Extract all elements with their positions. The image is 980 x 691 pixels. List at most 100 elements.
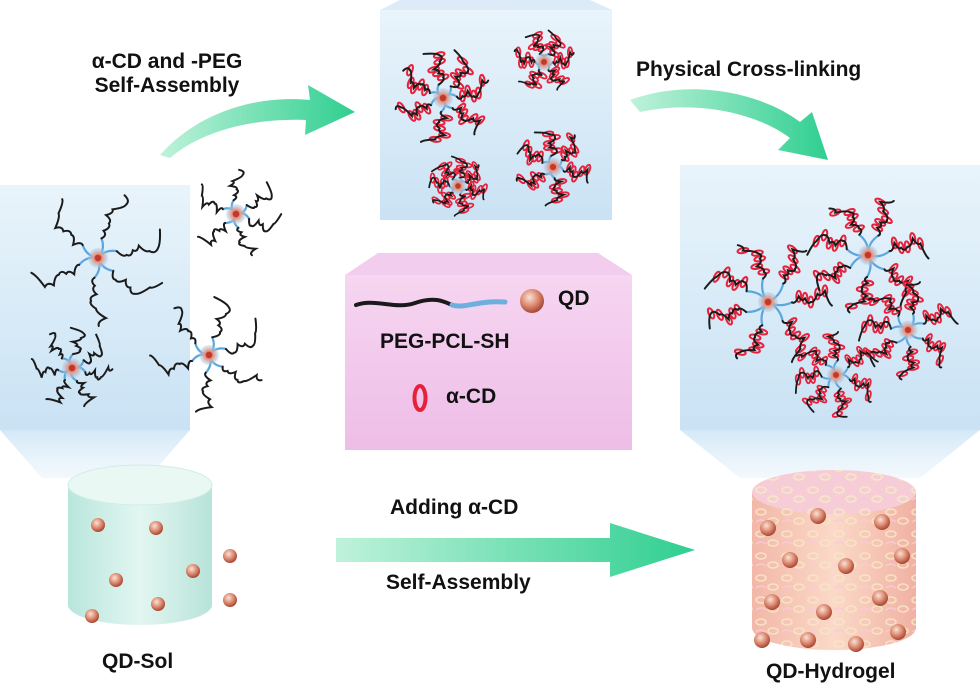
- legend-label-polymer: PEG-PCL-SH: [380, 330, 510, 353]
- peg-chain: [790, 288, 833, 307]
- peg-chain: [806, 233, 848, 256]
- qd-core: [455, 183, 461, 189]
- crosslinked-network: [703, 197, 959, 418]
- cd-ring: [565, 132, 576, 143]
- top-micelles-with-rings: [394, 29, 592, 217]
- label-top-left-line1: α-CD and -PEG: [91, 50, 243, 73]
- cd-ring: [473, 170, 481, 182]
- cd-ring: [396, 101, 406, 114]
- cd-ring: [536, 71, 548, 80]
- label-adding-cd: Adding α-CD: [390, 496, 519, 519]
- cd-ring: [725, 275, 735, 288]
- cd-ring: [909, 232, 917, 245]
- qd-particle: [838, 558, 854, 574]
- cd-ring: [811, 356, 821, 366]
- cd-ring: [432, 51, 446, 59]
- qd-particle: [186, 564, 200, 578]
- qd-particle: [85, 609, 99, 623]
- peg-chain: [922, 306, 959, 325]
- cd-ring: [871, 223, 884, 233]
- cd-ring: [795, 289, 803, 303]
- cd-ring: [583, 163, 592, 176]
- cd-ring: [467, 113, 479, 124]
- peg-chain: [53, 198, 84, 247]
- right-network-panel: [680, 165, 980, 478]
- qd-particle: [782, 552, 798, 568]
- cd-ring: [860, 320, 868, 334]
- legend-ring-icon: [412, 384, 428, 412]
- qd-particle: [800, 632, 816, 648]
- peg-chain: [825, 331, 841, 362]
- peg-chain: [828, 207, 863, 236]
- cd-ring: [895, 370, 909, 378]
- label-physical-crosslinking: Physical Cross-linking: [636, 58, 862, 81]
- cd-ring: [755, 328, 769, 336]
- cd-ring: [825, 236, 834, 250]
- cd-ring: [814, 287, 821, 301]
- peg-chain: [449, 49, 470, 89]
- peg-chain: [867, 297, 901, 317]
- cd-ring: [421, 83, 430, 97]
- cd-ring: [750, 249, 764, 257]
- peg-chain: [533, 131, 558, 157]
- top-center-panel: [380, 0, 612, 220]
- peg-chain: [794, 370, 823, 394]
- cd-ring: [407, 110, 417, 122]
- peg-chain: [513, 48, 536, 67]
- peg-chain: [464, 183, 486, 201]
- cd-ring: [786, 317, 798, 327]
- peg-chain: [82, 333, 103, 365]
- cd-ring: [748, 346, 761, 354]
- cd-ring: [406, 63, 414, 77]
- peg-chain: [89, 276, 109, 328]
- peg-chain: [524, 33, 545, 56]
- peg-chain: [420, 110, 450, 143]
- cd-ring: [844, 354, 853, 365]
- legend-qd-icon: [520, 289, 544, 313]
- qd-core: [68, 364, 76, 372]
- peg-chain: [422, 52, 445, 86]
- cd-ring: [531, 80, 543, 90]
- micelle: [794, 331, 879, 418]
- peg-chain: [848, 376, 872, 403]
- qd-particle: [223, 593, 237, 607]
- peg-chain: [888, 235, 930, 260]
- peg-chain: [195, 371, 215, 413]
- qd-core: [904, 326, 912, 334]
- qd-core: [833, 372, 839, 378]
- cd-ring: [906, 348, 919, 356]
- qd-particle: [760, 520, 776, 536]
- cd-ring: [888, 263, 899, 274]
- cd-ring: [935, 354, 945, 366]
- cd-ring: [471, 161, 479, 172]
- micelle: [515, 130, 592, 207]
- cd-ring: [454, 68, 467, 78]
- peg-chain: [736, 244, 767, 280]
- micelle: [394, 49, 490, 143]
- peg-chain: [221, 365, 263, 384]
- peg-chain: [173, 306, 197, 345]
- peg-chain: [224, 317, 258, 355]
- cd-ring: [808, 346, 818, 357]
- cd-ring: [422, 102, 432, 115]
- cd-ring: [922, 309, 931, 322]
- cd-ring: [440, 168, 451, 177]
- left-micelles: [30, 168, 283, 413]
- cd-ring: [474, 115, 486, 126]
- peg-chain: [196, 221, 228, 248]
- peg-chain: [428, 176, 451, 189]
- qd-core: [864, 251, 872, 259]
- label-self-assembly-top: α-CD and -PEG Self-Assembly: [72, 50, 262, 98]
- cd-ring: [550, 33, 561, 42]
- cd-ring: [724, 313, 733, 326]
- cd-ring: [782, 265, 794, 276]
- micelle: [196, 168, 283, 257]
- arrow-bottom: [336, 523, 695, 577]
- label-qd-hydrogel: QD-Hydrogel: [766, 660, 896, 683]
- cd-ring: [460, 192, 472, 200]
- peg-chain: [708, 307, 748, 330]
- cd-ring: [840, 397, 853, 405]
- cd-ring: [557, 51, 564, 64]
- peg-chain: [921, 336, 944, 369]
